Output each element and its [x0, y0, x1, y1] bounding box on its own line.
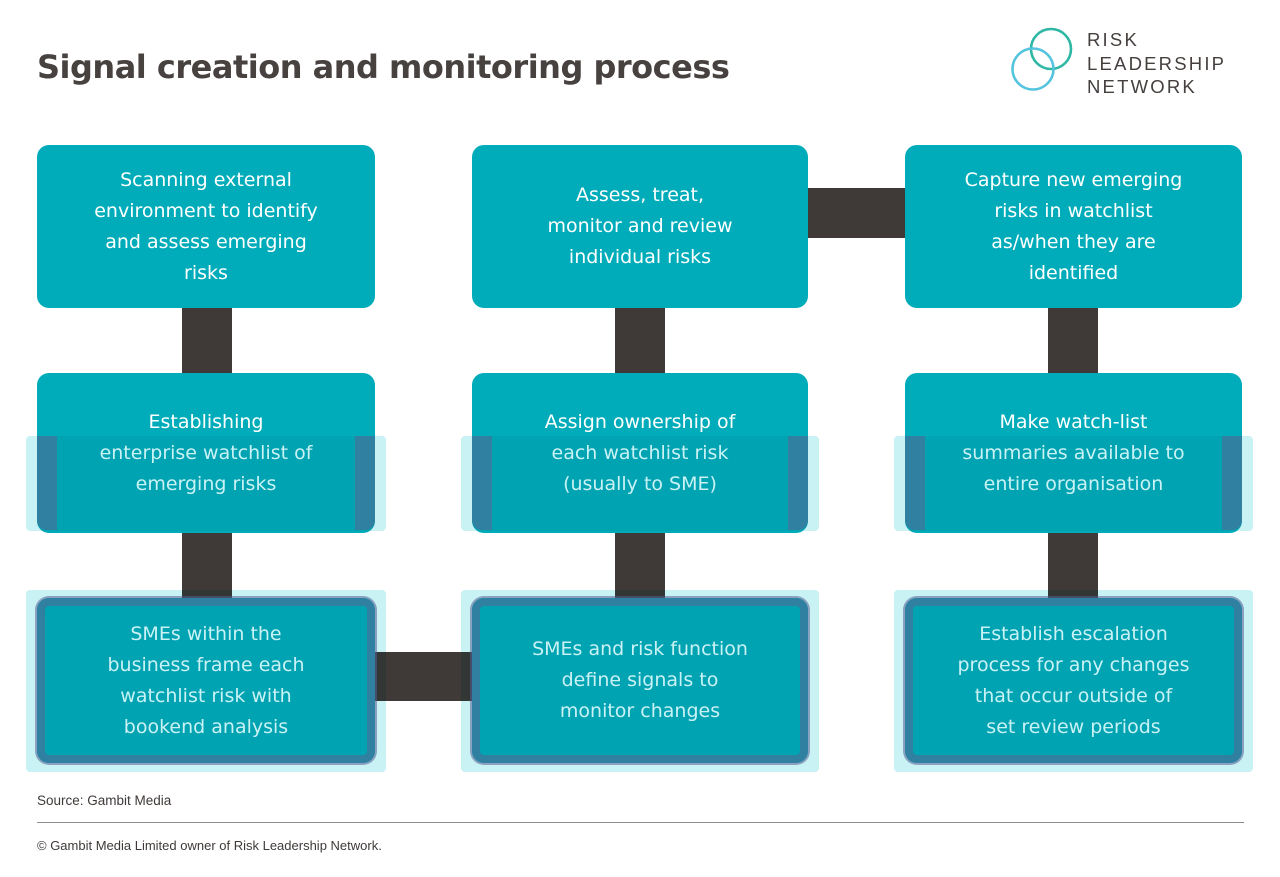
flow-box-label: Assign ownership of each watchlist risk … — [544, 410, 736, 495]
flow-box-label: SMEs and risk function define signals to… — [532, 638, 748, 722]
flow-box-watchlist-summaries: Make watch-list summaries available to e… — [905, 373, 1242, 533]
flow-box-define-signals: SMEs and risk function define signals to… — [472, 598, 808, 763]
connector-col1-row1-row2 — [182, 307, 232, 374]
connector-col2-row2-row3 — [615, 532, 665, 599]
flow-box-escalation-process: Establish escalation process for any cha… — [905, 598, 1242, 763]
page-title: Signal creation and monitoring process — [37, 48, 730, 86]
connector-top-middle-to-right — [807, 188, 906, 238]
flow-box-label: Establish escalation process for any cha… — [957, 622, 1190, 738]
connector-col2-row1-row2 — [615, 307, 665, 374]
connector-bottom-left-to-middle — [374, 652, 473, 701]
risk-leadership-network-logo: RISK LEADERSHIP NETWORK — [1008, 25, 1226, 99]
source-note: Source: Gambit Media — [37, 793, 172, 808]
flow-box-establish-watchlist: Establishing enterprise watchlist of eme… — [37, 373, 375, 533]
flow-box-label: Establishing enterprise watchlist of eme… — [99, 410, 313, 495]
connector-col3-row2-row3 — [1048, 532, 1098, 599]
flow-box-label: SMEs within the business frame each watc… — [107, 622, 305, 738]
flow-box-assess-treat-monitor: Assess, treat, monitor and review indivi… — [472, 145, 808, 308]
flow-box-label: Scanning external environment to identif… — [94, 168, 318, 284]
flow-box-label: Assess, treat, monitor and review indivi… — [547, 184, 733, 268]
flow-box-label: Capture new emerging risks in watchlist … — [964, 168, 1183, 284]
connector-col1-row2-row3 — [182, 532, 232, 599]
flow-box-label: Make watch-list summaries available to e… — [962, 410, 1185, 495]
flow-box-assign-ownership: Assign ownership of each watchlist risk … — [472, 373, 808, 533]
flow-box-capture-new-risks: Capture new emerging risks in watchlist … — [905, 145, 1242, 308]
logo-wordmark: RISK LEADERSHIP NETWORK — [1087, 29, 1227, 97]
flow-box-smes-bookend-analysis: SMEs within the business frame each watc… — [37, 598, 375, 763]
connector-col3-row1-row2 — [1048, 307, 1098, 374]
footer-divider — [37, 822, 1244, 823]
logo-rings-icon — [1011, 27, 1073, 91]
flow-box-scan-external: Scanning external environment to identif… — [37, 145, 375, 308]
copyright-note: © Gambit Media Limited owner of Risk Lea… — [37, 838, 382, 853]
